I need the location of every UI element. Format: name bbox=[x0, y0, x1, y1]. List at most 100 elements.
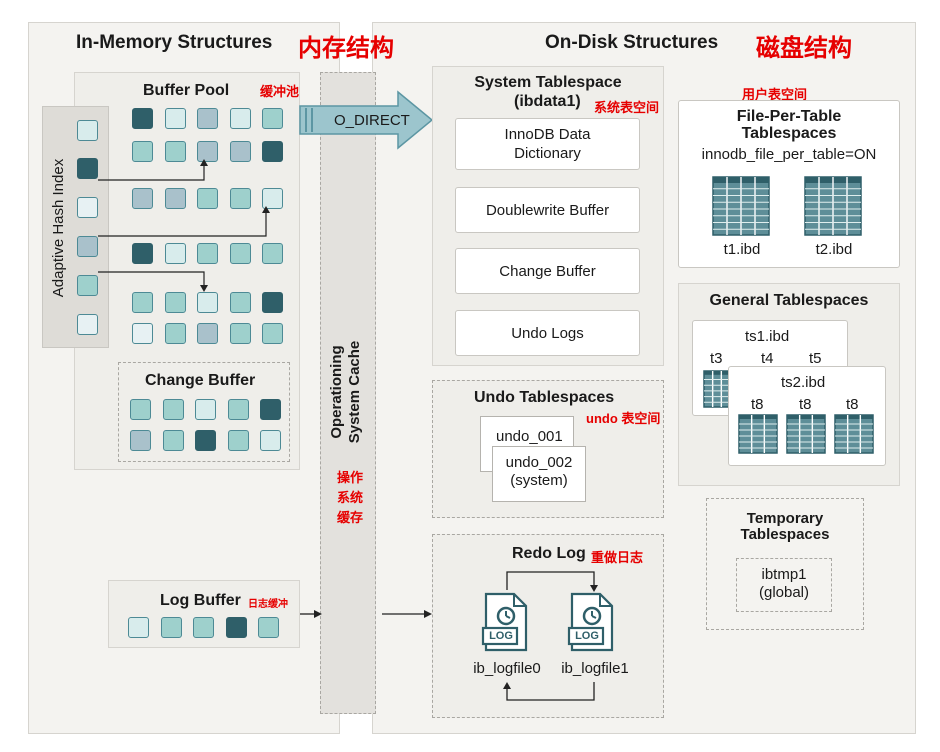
buffer-page bbox=[132, 108, 153, 129]
buffer-page bbox=[262, 323, 283, 344]
ts2-table-1: t8 bbox=[751, 396, 764, 413]
change-buffer-memory bbox=[118, 362, 290, 462]
buffer-page bbox=[164, 141, 186, 162]
ts2-ibd-label: ts2.ibd bbox=[781, 374, 826, 391]
log-buffer-title: Log Buffer bbox=[160, 592, 241, 609]
buffer-page bbox=[128, 617, 149, 638]
buffer-page bbox=[229, 243, 251, 264]
ts2-table-3: t8 bbox=[846, 396, 859, 413]
buffer-pool-title: Buffer Pool bbox=[143, 82, 230, 99]
buffer-page bbox=[260, 399, 281, 420]
general-tablespaces-title: General Tablespaces bbox=[709, 292, 869, 309]
system-tablespace-title: System Tablespace bbox=[474, 74, 622, 91]
log-icon-0-label: LOG bbox=[489, 630, 513, 642]
log-icon-1-label: LOG bbox=[575, 630, 599, 642]
in-memory-title: In-Memory Structures bbox=[76, 32, 273, 53]
temporary-title1: Temporary bbox=[746, 510, 824, 527]
buffer-page bbox=[162, 430, 184, 451]
undo-002-label: undo_002 bbox=[505, 454, 573, 471]
ibtmp1-label: ibtmp1 bbox=[761, 566, 807, 583]
ts1-table-icon bbox=[703, 370, 731, 408]
ts2-table-icon bbox=[786, 414, 826, 454]
buffer-page bbox=[132, 323, 153, 344]
buffer-page bbox=[130, 430, 151, 451]
hash-entry bbox=[77, 314, 98, 335]
on-disk-title: On-Disk Structures bbox=[545, 32, 719, 53]
file-per-table-title1: File-Per-Table bbox=[736, 108, 842, 125]
system-tablespace-subtitle: (ibdata1) bbox=[514, 93, 581, 110]
in-memory-cn-title: 内存结构 bbox=[298, 35, 394, 62]
ts2-table-icon bbox=[834, 414, 874, 454]
buffer-page bbox=[229, 108, 251, 129]
buffer-page bbox=[132, 243, 153, 264]
buffer-page bbox=[162, 399, 184, 420]
o-direct-label: O_DIRECT bbox=[334, 112, 410, 129]
buffer-page bbox=[262, 292, 283, 313]
system-tablespace-cn: 系统表空间 bbox=[594, 100, 660, 115]
buffer-page bbox=[197, 108, 218, 129]
file-t2-ibd: t2.ibd bbox=[815, 241, 853, 258]
buffer-page bbox=[227, 430, 249, 451]
ib-logfile1: ib_logfile1 bbox=[561, 660, 629, 677]
undo-tablespaces-title: Undo Tablespaces bbox=[474, 389, 615, 406]
undo-logs: Undo Logs bbox=[455, 310, 640, 356]
change-buffer-disk: Change Buffer bbox=[455, 248, 640, 294]
buffer-page bbox=[225, 617, 247, 638]
buffer-page bbox=[229, 323, 251, 344]
buffer-page bbox=[164, 292, 186, 313]
buffer-page bbox=[197, 188, 218, 209]
undo-001-label: undo_001 bbox=[496, 428, 563, 445]
buffer-page bbox=[164, 323, 186, 344]
buffer-page bbox=[262, 243, 283, 264]
buffer-pool-cn: 缓冲池 bbox=[260, 84, 300, 99]
buffer-page bbox=[197, 323, 218, 344]
file-per-table-cn: 用户表空间 bbox=[742, 87, 808, 102]
ib-logfile0: ib_logfile0 bbox=[473, 660, 541, 677]
table-t1-icon bbox=[712, 176, 770, 236]
ibtmp1-box bbox=[736, 558, 832, 612]
change-buffer-memory-title: Change Buffer bbox=[145, 372, 256, 389]
os-cache-cn2: 系统 bbox=[336, 490, 363, 505]
buffer-page bbox=[164, 243, 186, 264]
buffer-page bbox=[132, 292, 153, 313]
os-cache-cn: 操作 系统 缓存 bbox=[333, 468, 367, 528]
buffer-page bbox=[262, 108, 283, 129]
os-cache-cn1: 操作 bbox=[336, 470, 363, 485]
buffer-page bbox=[130, 399, 151, 420]
redo-log-title: Redo Log bbox=[512, 545, 586, 562]
file-per-table-title2: Tablespaces bbox=[741, 125, 837, 142]
buffer-page bbox=[164, 188, 186, 209]
buffer-page bbox=[258, 617, 279, 638]
buffer-page bbox=[197, 292, 218, 313]
ibtmp1-global: (global) bbox=[758, 584, 810, 601]
ts2-table-icon bbox=[738, 414, 778, 454]
undo-002-box bbox=[492, 446, 586, 502]
hash-entry bbox=[77, 158, 98, 179]
os-cache-cn3: 缓存 bbox=[336, 510, 363, 525]
buffer-page bbox=[227, 399, 249, 420]
buffer-page bbox=[132, 188, 153, 209]
buffer-page bbox=[195, 399, 216, 420]
buffer-page bbox=[195, 430, 216, 451]
innodb-data-dictionary: InnoDB Data Dictionary bbox=[455, 118, 640, 170]
file-t1-ibd: t1.ibd bbox=[723, 241, 761, 258]
file-per-table-setting: innodb_file_per_table=ON bbox=[701, 146, 877, 163]
buffer-page bbox=[160, 617, 182, 638]
ts2-table-2: t8 bbox=[799, 396, 812, 413]
ts1-ibd-label: ts1.ibd bbox=[745, 328, 790, 345]
doublewrite-buffer: Doublewrite Buffer bbox=[455, 187, 640, 233]
on-disk-cn-title: 磁盘结构 bbox=[756, 35, 852, 62]
ts1-table-t4: t4 bbox=[761, 350, 774, 367]
buffer-page bbox=[260, 430, 281, 451]
buffer-page bbox=[229, 141, 251, 162]
buffer-page bbox=[164, 108, 186, 129]
table-t2-icon bbox=[804, 176, 862, 236]
ts1-table-t3: t3 bbox=[710, 350, 723, 367]
buffer-page bbox=[262, 141, 283, 162]
hash-entry bbox=[77, 120, 98, 141]
log-buffer-cn: 日志缓冲 bbox=[248, 599, 288, 610]
redo-log-cn: 重做日志 bbox=[591, 550, 644, 565]
buffer-page bbox=[229, 188, 251, 209]
